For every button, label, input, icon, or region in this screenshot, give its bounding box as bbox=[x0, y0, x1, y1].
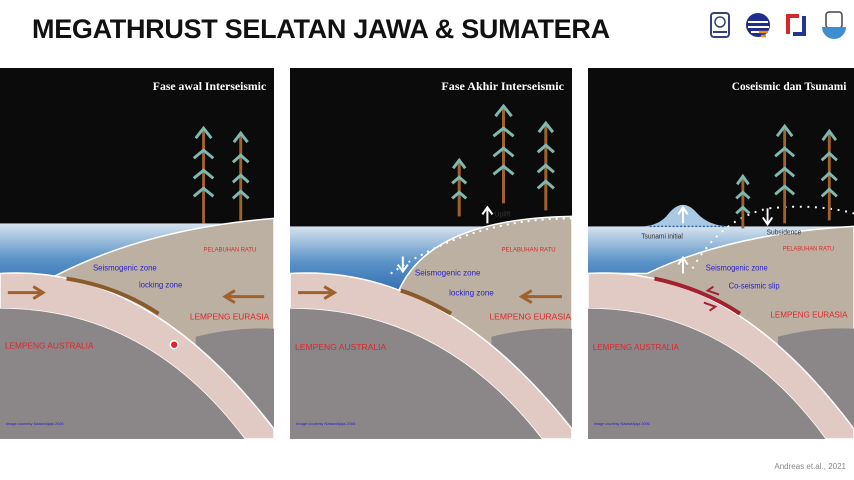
diagram-panel-coseismic-tsunami: Coseismic dan Tsunami Tsunami initial Su… bbox=[588, 68, 854, 439]
arrow-right-icon bbox=[298, 285, 338, 300]
mantle bbox=[290, 308, 542, 439]
diagram-panel-early-interseismic: Fase awal Interseismic PELABUHAN RATU Se… bbox=[0, 68, 274, 439]
subsidence-label: Subsidence bbox=[767, 229, 802, 236]
locking-zone-label: locking zone bbox=[139, 281, 183, 290]
arrow-down-icon bbox=[762, 208, 774, 227]
eurasia-plate-label: LEMPENG EURASIA bbox=[770, 309, 848, 319]
coseismic-slip-label: Co-seismic slip bbox=[729, 281, 781, 290]
tree-icon bbox=[536, 120, 555, 211]
image-credit: Image courtesy Natawidjaja 2006 bbox=[296, 421, 356, 426]
cursor-dot bbox=[169, 339, 179, 350]
logo-bar bbox=[707, 10, 847, 40]
tree-icon bbox=[192, 125, 215, 224]
seismogenic-zone-label: Seismogenic zone bbox=[415, 269, 481, 278]
locking-zone-label: locking zone bbox=[449, 289, 494, 298]
tree-icon bbox=[231, 130, 250, 221]
mantle bbox=[0, 308, 245, 439]
tree-icon bbox=[735, 173, 751, 229]
eurasia-plate-label: LEMPENG EURASIA bbox=[190, 312, 270, 322]
mantle bbox=[588, 308, 826, 439]
panel-title: Fase awal Interseismic bbox=[153, 79, 266, 93]
uplift-dotted-line bbox=[390, 217, 572, 275]
arrow-left-icon bbox=[518, 289, 562, 304]
town-label: PELABUHAN RATU bbox=[783, 246, 834, 252]
diagram-panel-late-interseismic: Fase Akhir Interseismic Uplift PELABUHAN… bbox=[290, 68, 572, 439]
tree-icon bbox=[774, 123, 796, 224]
town-label: PELABUHAN RATU bbox=[204, 247, 257, 253]
tsunami-wave bbox=[640, 204, 731, 227]
tree-icon bbox=[820, 128, 838, 221]
locking-zone-band bbox=[66, 276, 160, 316]
itb-ganesha-logo bbox=[710, 12, 730, 38]
image-credit: Image courtesy Natawidjaja 2006 bbox=[594, 421, 650, 426]
tsunami-initial-label: Tsunami initial bbox=[641, 233, 683, 240]
seismogenic-zone-label: Seismogenic zone bbox=[93, 263, 157, 272]
seismogenic-zone-label: Seismogenic zone bbox=[706, 263, 768, 272]
australia-plate-label: LEMPENG AUSTRALIA bbox=[593, 342, 680, 352]
arrow-up-icon bbox=[677, 205, 689, 274]
slip-arrows-icon bbox=[703, 285, 720, 312]
ganesha-blue-logo bbox=[822, 11, 846, 39]
australia-plate-label: LEMPENG AUSTRALIA bbox=[5, 341, 94, 351]
arrow-down-icon bbox=[396, 256, 409, 274]
tree-icon bbox=[492, 103, 515, 204]
australia-plate-label: LEMPENG AUSTRALIA bbox=[295, 342, 387, 352]
image-credit: Image courtesy Natawidjaja 2006 bbox=[6, 421, 65, 426]
eurasia-plate-label: LEMPENG EURASIA bbox=[489, 312, 571, 322]
uplift-label: Uplift bbox=[494, 211, 510, 218]
arrow-left-icon bbox=[222, 289, 265, 304]
panel-title: Fase Akhir Interseismic bbox=[441, 79, 564, 93]
arrow-up-icon bbox=[481, 205, 494, 224]
locking-zone-band bbox=[400, 288, 453, 316]
panel-title: Coseismic dan Tsunami bbox=[732, 80, 847, 93]
coseismic-slip-band bbox=[654, 276, 742, 316]
arrow-right-icon bbox=[7, 285, 46, 300]
red-blue-square-logo bbox=[786, 14, 806, 36]
circle-stripes-logo bbox=[746, 13, 770, 38]
town-label: PELABUHAN RATU bbox=[502, 248, 556, 254]
slide-title: MEGATHRUST SELATAN JAWA & SUMATERA bbox=[32, 14, 610, 44]
tree-icon bbox=[451, 157, 468, 217]
citation: Andreas et.al., 2021 bbox=[774, 462, 846, 471]
